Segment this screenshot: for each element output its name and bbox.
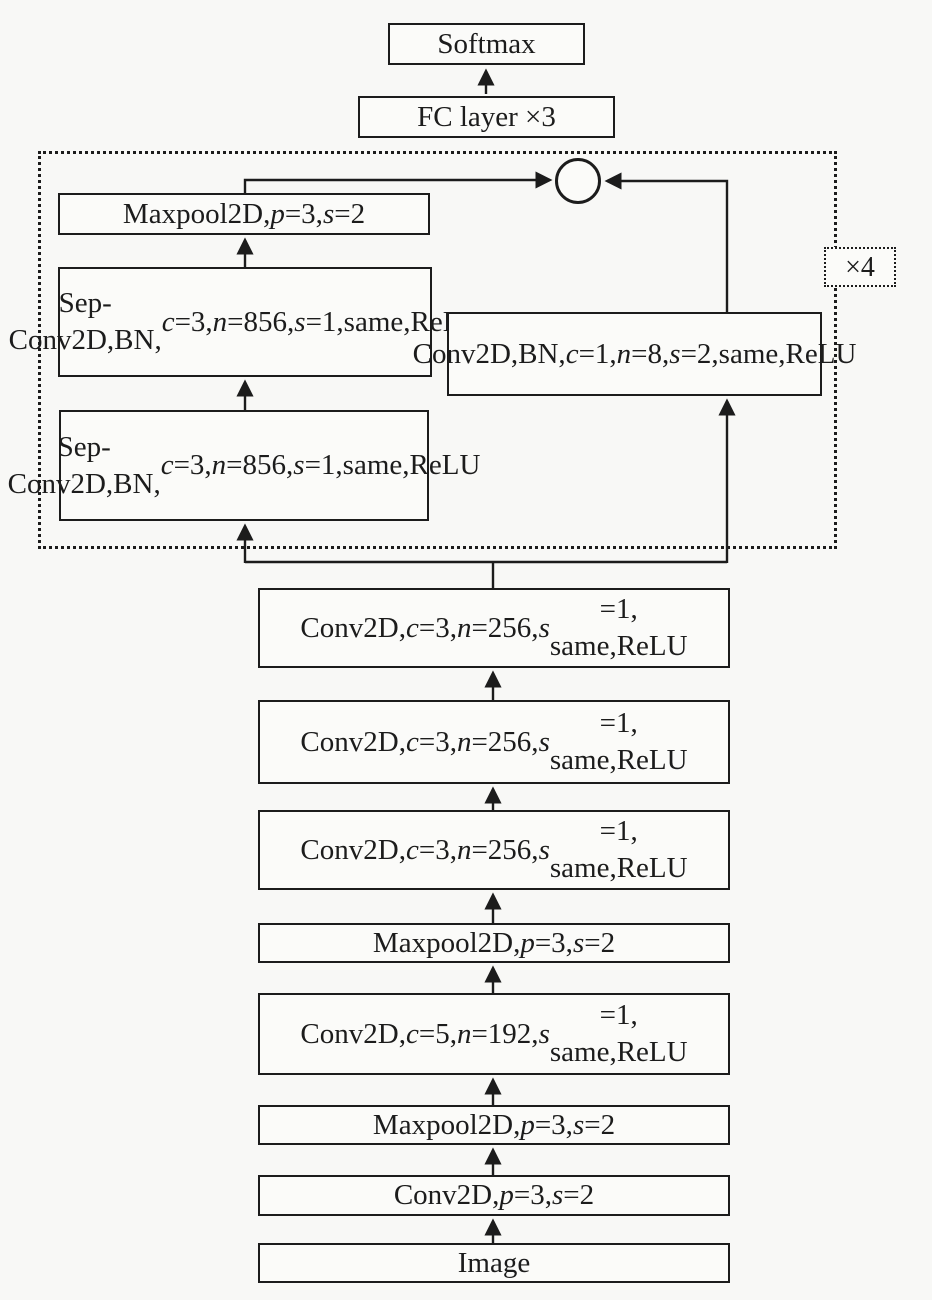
node-maxpool-1: Maxpool2D,p=3,s=2 — [258, 923, 730, 963]
node-block-maxpool: Maxpool2D,p=3,s=2 — [58, 193, 430, 235]
node-conv256-3: Conv2D,c=3,n=256,s=1, same,ReLU — [258, 810, 730, 890]
node-conv256-2: Conv2D,c=3,n=256,s=1, same,ReLU — [258, 700, 730, 784]
node-sepconv-lower: Sep-Conv2D,BN,c=3, n=856,s=1,same,ReLU — [8, 410, 480, 521]
repeat-block-container — [38, 151, 837, 549]
node-softmax: Softmax — [388, 23, 585, 65]
node-conv192: Conv2D,c=5,n=192,s=1, same,ReLU — [258, 993, 730, 1075]
node-maxpool-2: Maxpool2D,p=3,s=2 — [258, 1105, 730, 1145]
node-conv-stride2: Conv2D,p=3,s=2 — [258, 1175, 730, 1216]
node-sepconv-upper: Sep-Conv2D,BN,c=3, n=856,s=1,same,ReLU — [9, 267, 481, 377]
node-conv-bn-branch: Conv2D,BN,c=1,n=8, s=2,same,ReLU — [413, 312, 856, 396]
node-fc-layer: FC layer ×3 — [358, 96, 615, 138]
repeat-count-badge: ×4 — [824, 247, 896, 287]
node-input-image: Image — [258, 1243, 730, 1283]
node-conv256-1: Conv2D,c=3,n=256,s=1, same,ReLU — [258, 588, 730, 668]
